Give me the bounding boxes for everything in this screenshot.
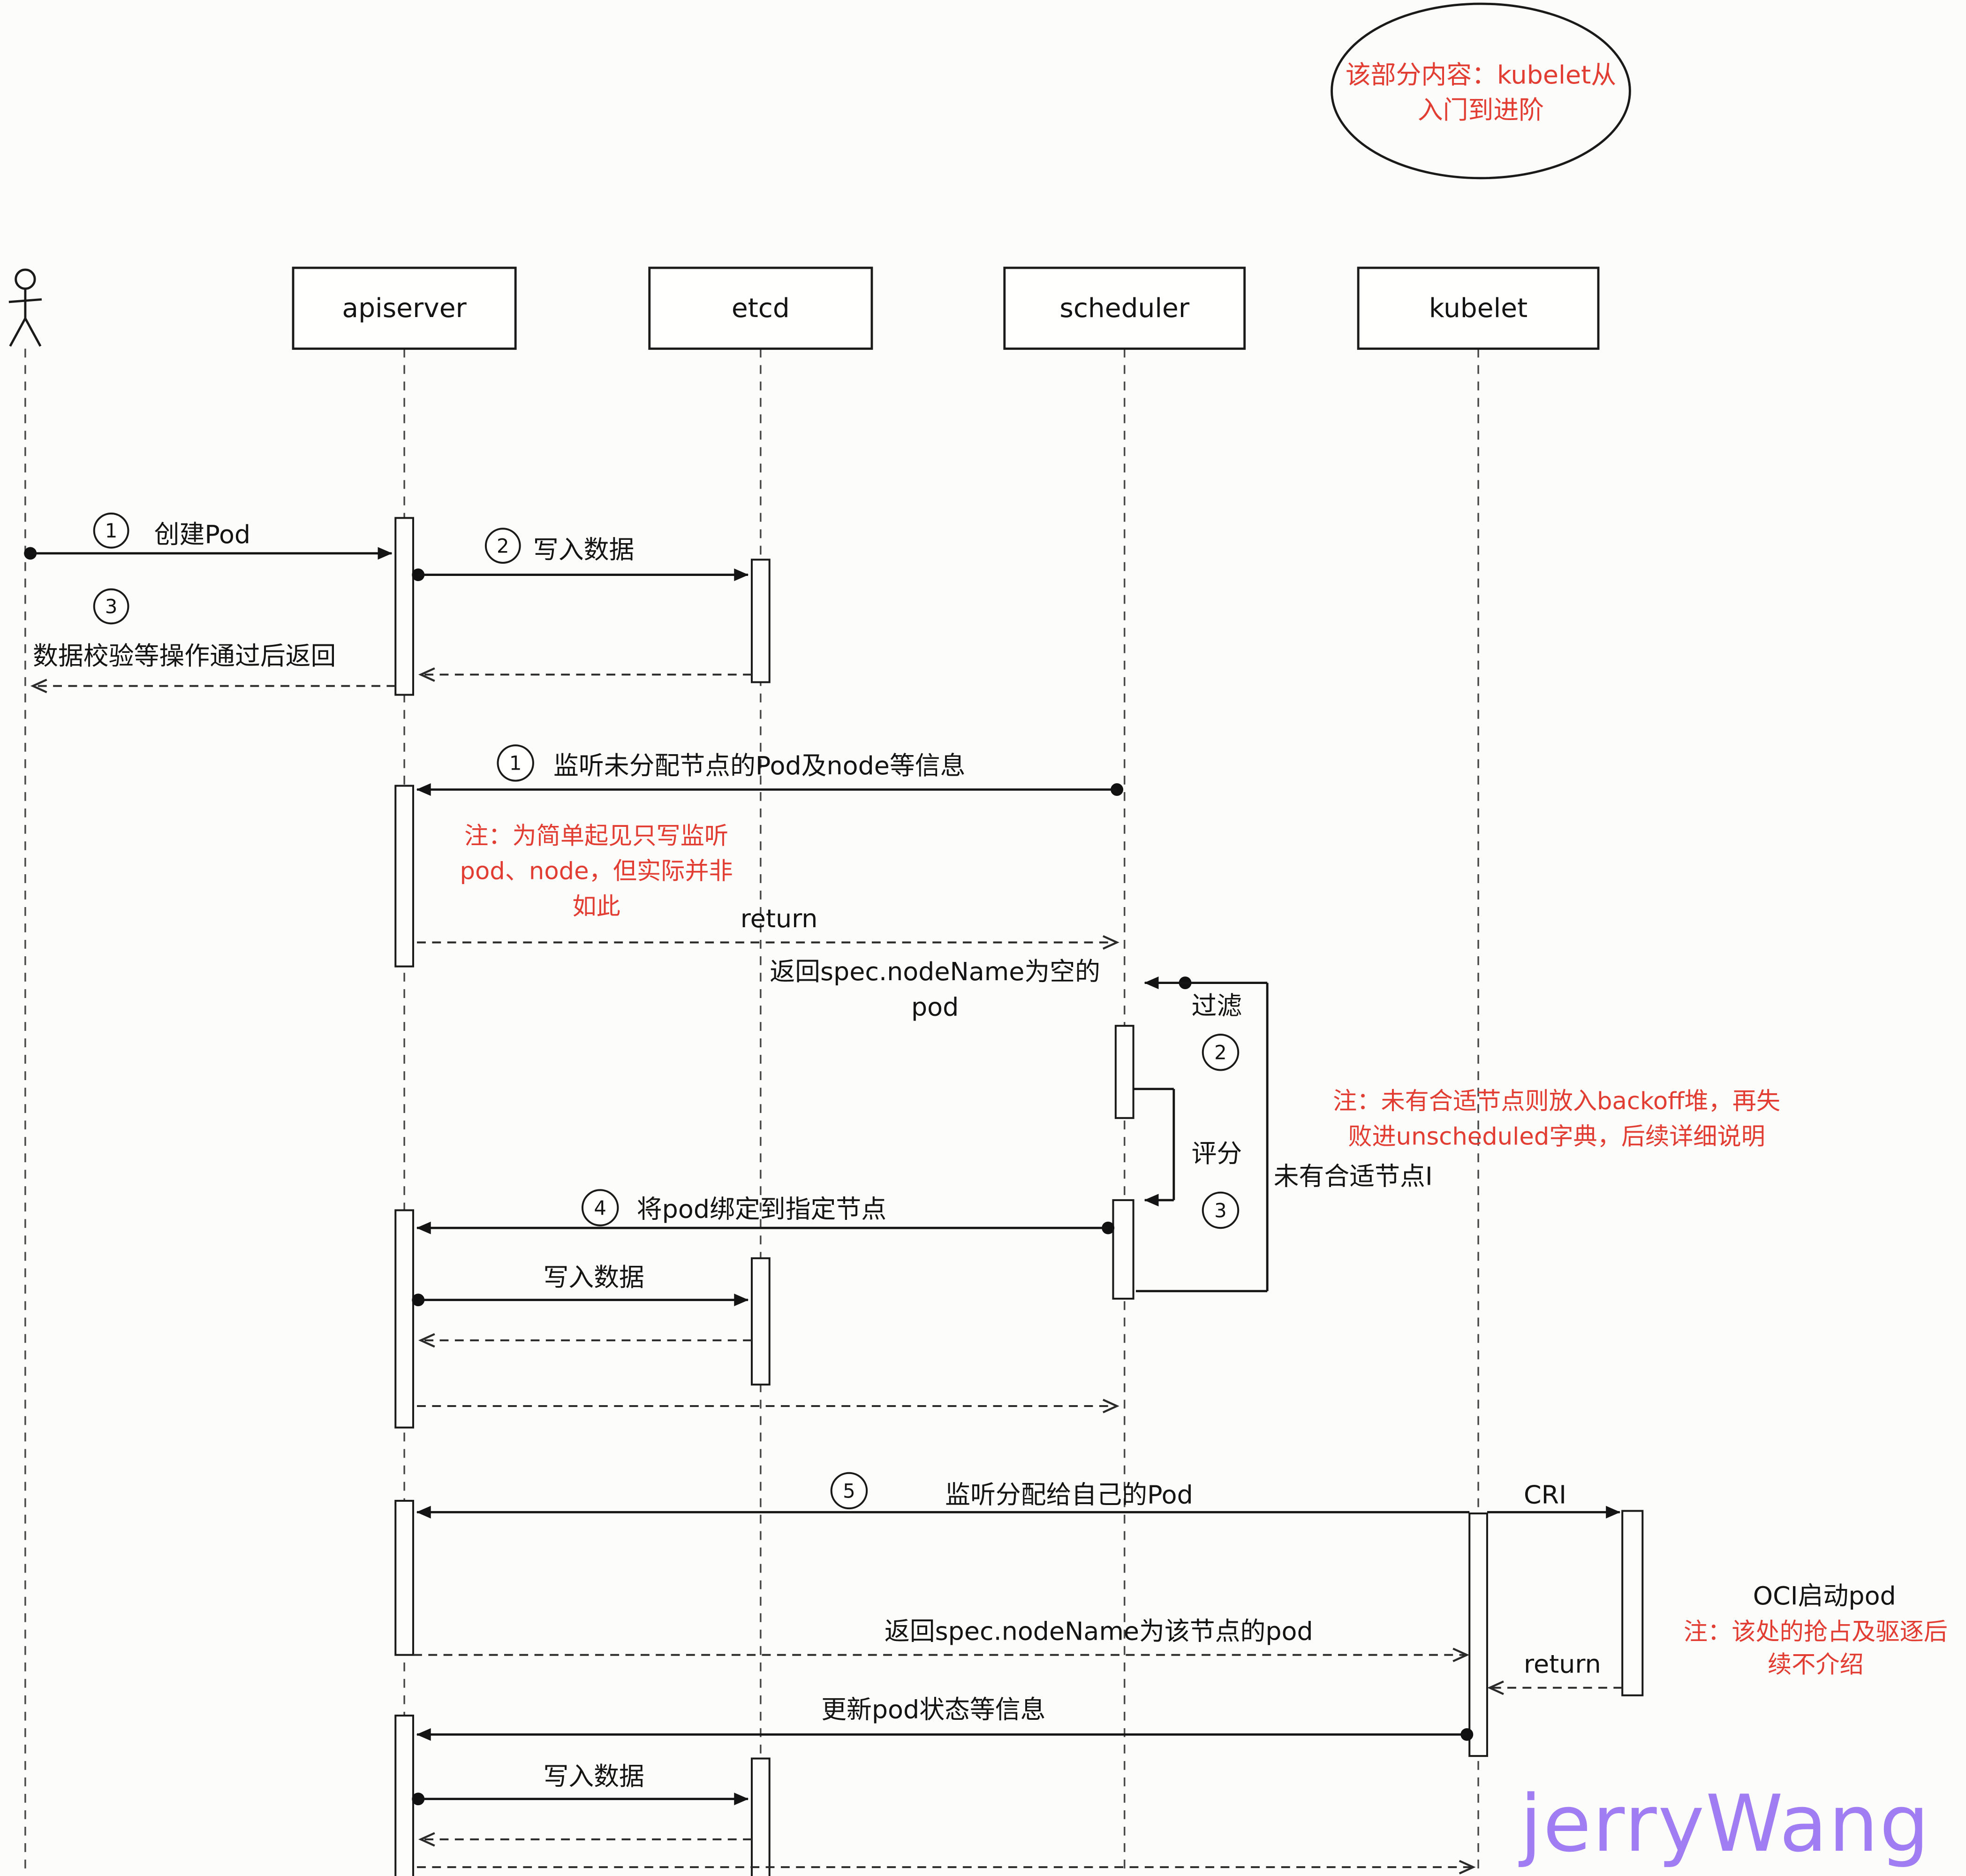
write-data-2-label: 写入数据 [543, 1263, 644, 1292]
reply-empty-line2: pod [911, 992, 959, 1022]
note-watch-line1: 注：为简单起见只写监听 [464, 822, 728, 850]
activation-kubelet-1 [1468, 1512, 1488, 1757]
update-status-label: 更新pod状态等信息 [821, 1694, 1045, 1724]
badge-circle-watch [497, 744, 534, 782]
badge-circle-1 [93, 512, 129, 549]
message-bind-pod: 4 将pod绑定到指定节点 [416, 1189, 1115, 1234]
activation-etcd-1 [750, 559, 771, 683]
kubelet-label: kubelet [1429, 293, 1527, 324]
apiserver-box [292, 266, 517, 350]
note-watch-line3: 如此 [572, 893, 620, 921]
activation-etcd-3 [750, 1757, 771, 1876]
watermark: jerryWang [1518, 1778, 1930, 1869]
reply-empty-line1: 返回spec.nodeName为空的 [770, 957, 1100, 986]
write-data-3-label: 写入数据 [543, 1762, 644, 1791]
actor-head [15, 268, 36, 290]
badge-score: 3 [1214, 1199, 1227, 1222]
note-oci-line2: 续不介绍 [1768, 1650, 1864, 1679]
bubble-ellipse [1331, 2, 1631, 180]
badge-1: 1 [105, 519, 118, 542]
cri-return-label: return [1524, 1649, 1601, 1679]
oci-label: OCI启动pod [1753, 1581, 1896, 1611]
watch-unassigned-label: 监听未分配节点的Pod及node等信息 [553, 751, 966, 780]
watch-return-label: return [741, 904, 818, 933]
activation-scheduler-filter [1114, 1025, 1134, 1119]
activation-apiserver-1 [394, 517, 414, 696]
cri-label: CRI [1524, 1480, 1566, 1509]
badge-circle-4 [581, 1189, 619, 1226]
scheduler-box [1003, 266, 1246, 350]
bubble-text-line1: 该部分内容：kubelet从 [1346, 60, 1616, 90]
message-watch-own: 5 监听分配给自己的Pod CRI OCI启动pod 注：该处的抢占及驱逐后 续… [413, 1472, 1948, 1695]
message-write-data-3: 写入数据 [412, 1762, 1476, 1875]
message-write-data-2: 写入数据 [412, 1263, 1119, 1414]
note-watch-line2: pod、node，但实际并非 [460, 857, 733, 885]
message-validate-return: 3 数据校验等操作通过后返回 [30, 588, 752, 694]
message-watch-unassigned: 1 监听未分配节点的Pod及node等信息 注：为简单起见只写监听 pod、no… [416, 744, 1124, 1022]
message-write-data-1: 2 写入数据 [412, 528, 749, 582]
message-update-status: 更新pod状态等信息 [416, 1694, 1474, 1741]
note-oci-line1: 注：该处的抢占及驱逐后 [1684, 1618, 1948, 1646]
badge-circle-5 [830, 1472, 868, 1510]
title-bubble: 该部分内容：kubelet从 入门到进阶 [1331, 2, 1631, 180]
participant-kubelet: kubelet [1357, 266, 1600, 350]
score-label: 评分 [1192, 1139, 1242, 1168]
actor-leg-left [9, 318, 27, 347]
no-node-label: 未有合适节点I [1274, 1162, 1433, 1191]
note-backoff-line1: 注：未有合适节点则放入backoff堆，再失 [1333, 1087, 1780, 1115]
participant-scheduler: scheduler [1003, 266, 1246, 350]
participant-etcd: etcd [648, 266, 873, 350]
validate-return-label: 数据校验等操作通过后返回 [33, 641, 336, 671]
write-data-1-label: 写入数据 [533, 535, 634, 565]
badge-circle-3 [93, 588, 129, 625]
activation-apiserver-5 [394, 1714, 414, 1876]
activation-bars [394, 517, 1644, 1876]
filter-label: 过滤 [1192, 991, 1242, 1021]
actor-arms [8, 298, 42, 303]
activation-scheduler-score [1112, 1199, 1134, 1300]
activation-apiserver-4 [394, 1499, 414, 1656]
bubble-text-line2: 入门到进阶 [1418, 95, 1544, 125]
actor-figure [8, 268, 42, 347]
badge-4: 4 [594, 1196, 606, 1219]
create-pod-label: 创建Pod [154, 520, 250, 549]
bind-pod-label: 将pod绑定到指定节点 [637, 1195, 886, 1224]
badge-circle-filter [1202, 1034, 1240, 1071]
etcd-label: etcd [732, 293, 790, 324]
badge-filter: 2 [1214, 1041, 1227, 1064]
activation-cri-1 [1621, 1510, 1644, 1696]
badge-2: 2 [497, 534, 509, 557]
activation-apiserver-3 [394, 1209, 414, 1429]
participant-apiserver: apiserver [292, 266, 517, 350]
message-create-pod: 1 创建Pod [24, 512, 393, 560]
badge-circle-score [1202, 1191, 1240, 1229]
badge-3: 3 [105, 595, 118, 618]
badge-circle-2 [484, 528, 521, 564]
scheduler-self-calls: 过滤 2 评分 3 未有合适节点I 注：未有合适节点则放入backoff堆，再失… [1133, 976, 1780, 1293]
apiserver-label: apiserver [342, 293, 467, 324]
reply-node-label: 返回spec.nodeName为该节点的pod [885, 1616, 1313, 1646]
badge-watch: 1 [509, 752, 522, 775]
actor-leg-right [24, 318, 42, 347]
etcd-box [648, 266, 873, 350]
watch-own-label: 监听分配给自己的Pod [945, 1480, 1193, 1509]
activation-etcd-2 [750, 1257, 771, 1386]
kubelet-box [1357, 266, 1600, 350]
participants: apiserver etcd scheduler kubelet [8, 266, 1600, 350]
activation-apiserver-2 [394, 785, 414, 968]
scheduler-label: scheduler [1059, 293, 1190, 324]
note-backoff-line2: 败进unscheduled字典，后续详细说明 [1348, 1122, 1765, 1150]
badge-5: 5 [843, 1479, 855, 1502]
